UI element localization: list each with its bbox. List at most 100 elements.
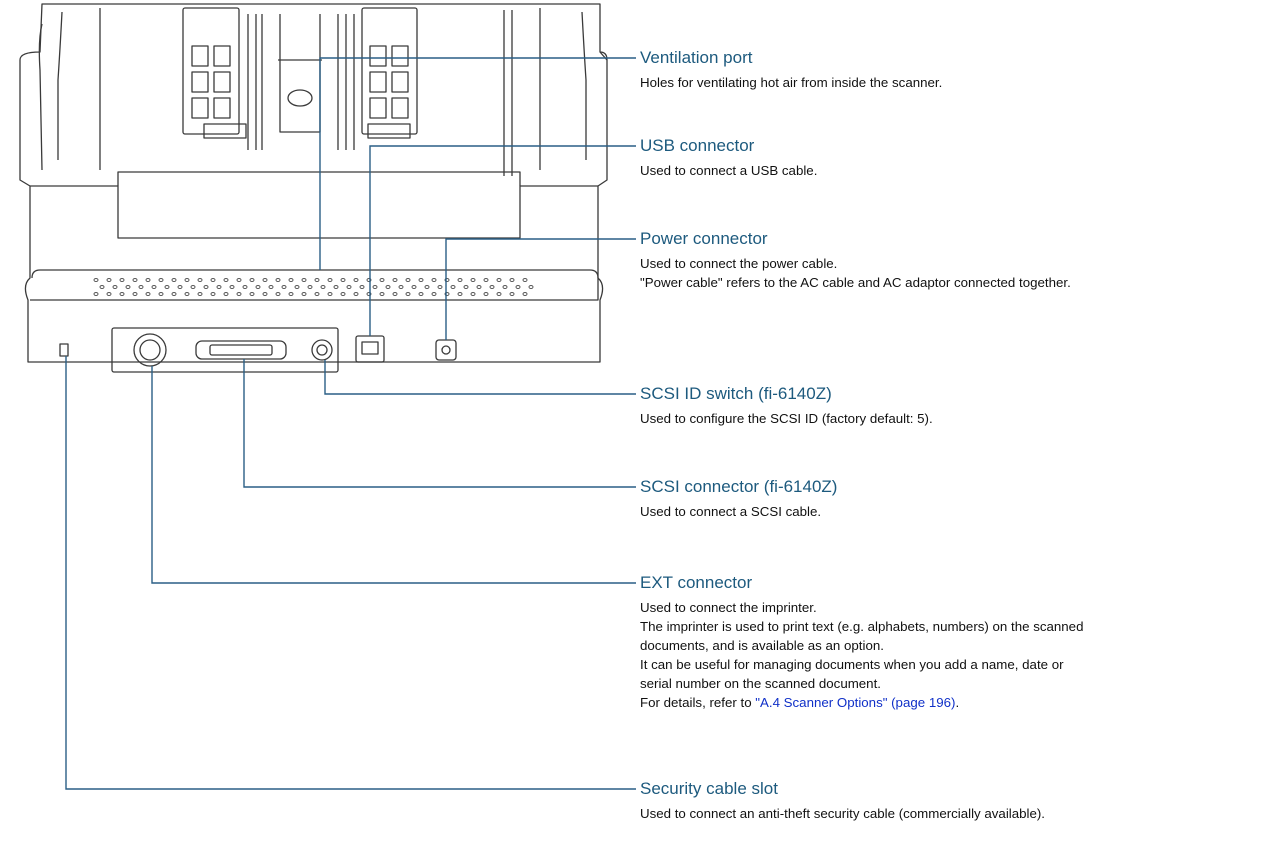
callout-scsi-connector: SCSI connector (fi-6140Z) Used to connec… [640,477,837,521]
vent-hole [359,285,365,289]
vent-hole [138,285,144,289]
callout-line: Used to connect a USB cable. [640,163,818,178]
vent-hole [437,285,443,289]
vent-hole [398,285,404,289]
vent-hole [288,292,294,296]
port-recess [111,327,339,373]
vent-hole [262,292,268,296]
callout-line: Used to connect the imprinter. [640,600,817,615]
reference-prefix: For details, refer to [640,695,756,710]
callout-line: documents, and is available as an option… [640,638,884,653]
vent-hole [509,278,515,282]
vent-hole [288,278,294,282]
vent-hole [301,292,307,296]
vent-hole [515,285,521,289]
vent-hole [236,292,242,296]
vent-hole [424,285,430,289]
vent-hole [262,278,268,282]
vent-hole [522,292,528,296]
vent-hole [177,285,183,289]
callout-title: EXT connector [640,573,753,592]
rear-vent-holes [93,278,534,296]
vent-hole [119,292,125,296]
vent-hole [463,285,469,289]
vent-hole [145,292,151,296]
vent-hole [158,278,164,282]
vent-hole [210,278,216,282]
vent-hole [353,278,359,282]
vent-hole [366,278,372,282]
callout-security: Security cable slot Used to connect an a… [640,779,1045,823]
vent-hole [197,278,203,282]
callout-line: The imprinter is used to print text (e.g… [640,619,1084,634]
callout-line: It can be useful for managing documents … [640,657,1064,672]
callout-line: Used to configure the SCSI ID (factory d… [640,411,933,426]
vent-hole [457,292,463,296]
vent-hole [379,292,385,296]
scanner-options-link[interactable]: "A.4 Scanner Options" (page 196) [755,695,956,710]
vent-hole [405,278,411,282]
vent-hole [411,285,417,289]
vent-hole [379,278,385,282]
vent-hole [223,278,229,282]
vent-hole [418,278,424,282]
callout-line: serial number on the scanned document. [640,676,881,691]
vent-hole [249,292,255,296]
vent-hole [353,292,359,296]
vent-hole [320,285,326,289]
callout-title: Power connector [640,229,768,248]
callout-title: USB connector [640,136,755,155]
vent-hole [489,285,495,289]
reference-line: For details, refer to "A.4 Scanner Optio… [640,693,1083,712]
vent-hole [158,292,164,296]
vent-hole [93,292,99,296]
vent-hole [301,278,307,282]
vent-hole [327,292,333,296]
vent-hole [333,285,339,289]
vent-hole [314,292,320,296]
vent-hole [184,278,190,282]
vent-hole [340,278,346,282]
vent-hole [444,292,450,296]
vent-hole [392,292,398,296]
vent-hole [294,285,300,289]
vent-hole [203,285,209,289]
vent-hole [346,285,352,289]
vent-hole [366,292,372,296]
vent-hole [171,278,177,282]
callout-ventilation: Ventilation port Holes for ventilating h… [640,48,942,92]
vent-hole [119,278,125,282]
vent-hole [164,285,170,289]
vent-hole [483,278,489,282]
vent-hole [496,292,502,296]
reference-suffix: . [955,695,960,710]
vent-hole [457,278,463,282]
callout-usb: USB connector Used to connect a USB cabl… [640,136,817,180]
vent-hole [450,285,456,289]
callout-line: Used to connect a SCSI cable. [640,504,822,519]
vent-hole [184,292,190,296]
vent-hole [372,285,378,289]
vent-hole [125,285,131,289]
vent-hole [132,278,138,282]
vent-hole [210,292,216,296]
vent-hole [476,285,482,289]
vent-hole [275,278,281,282]
callout-line: "Power cable" refers to the AC cable and… [640,275,1071,290]
paper-chute [57,11,587,160]
vent-hole [418,292,424,296]
vent-hole [112,285,118,289]
vent-hole [385,285,391,289]
vent-hole [242,285,248,289]
vent-hole [502,285,508,289]
callout-scsi-id: SCSI ID switch (fi-6140Z) Used to config… [640,384,933,428]
leader-lines [65,57,636,790]
vent-hole [307,285,313,289]
vent-hole [171,292,177,296]
vent-hole [93,278,99,282]
callout-power: Power connector Used to connect the powe… [640,229,1071,292]
vent-hole [236,278,242,282]
ext-port-drawing [133,333,167,367]
leader-security [65,356,636,790]
